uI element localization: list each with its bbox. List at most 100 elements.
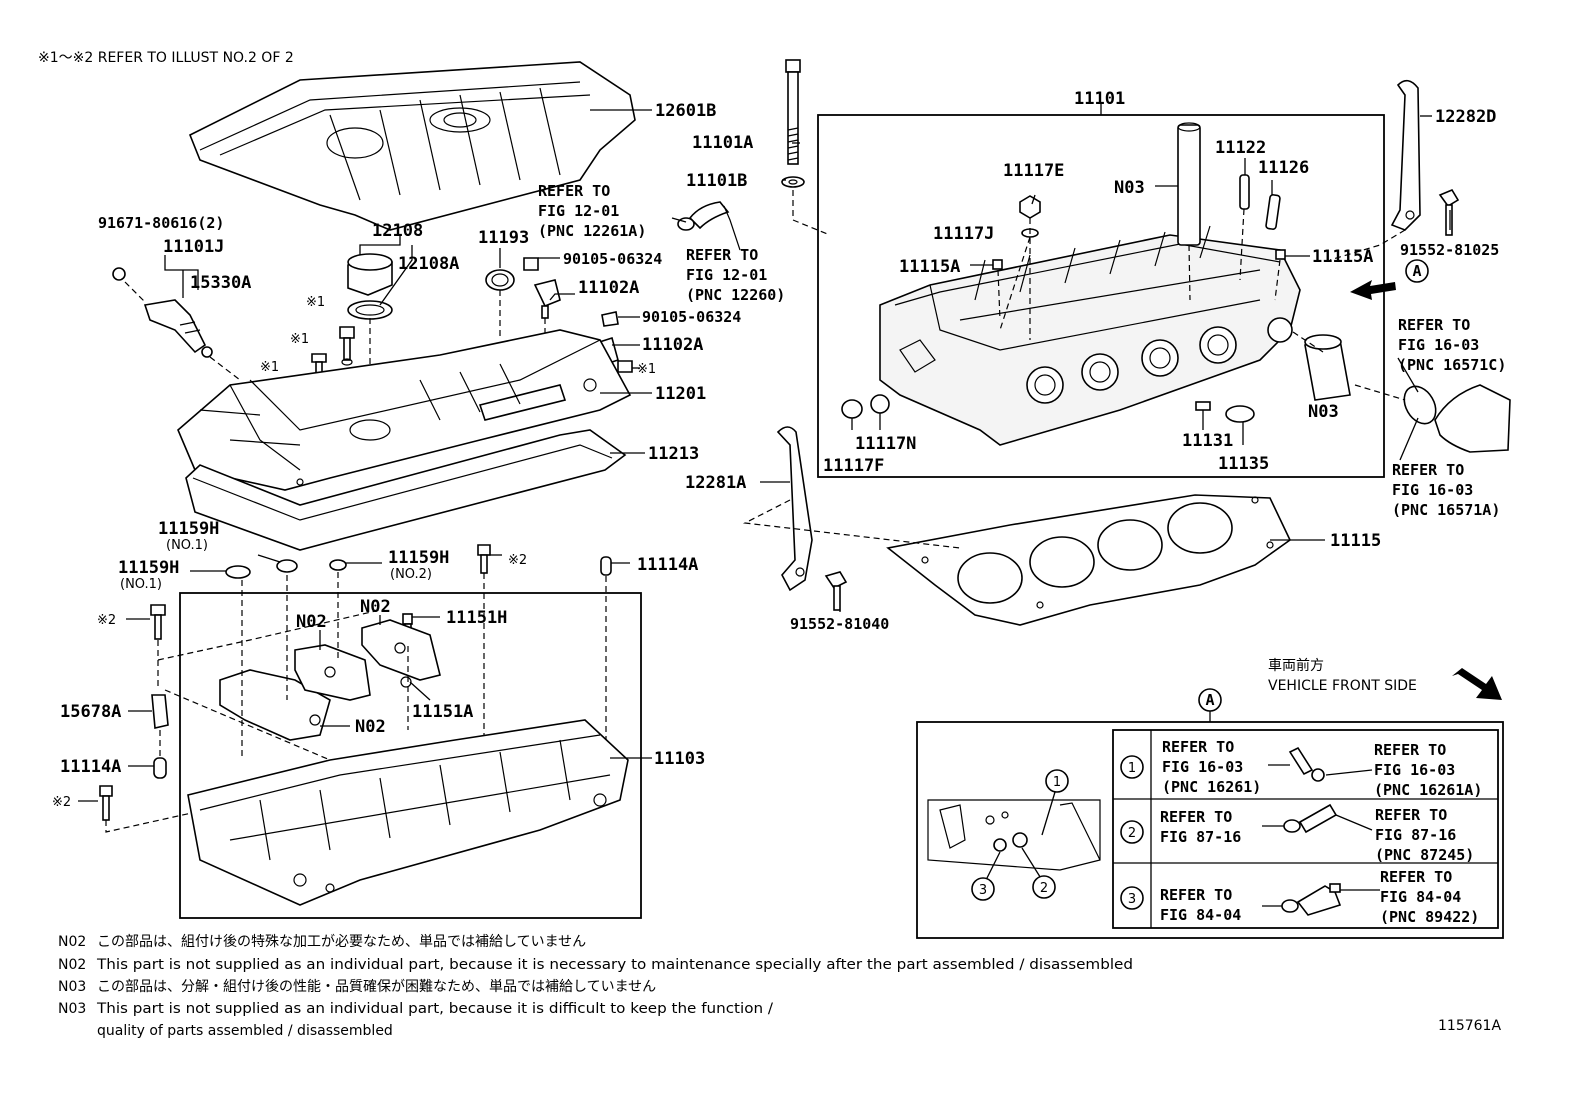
label-11201: 11201 — [655, 384, 706, 404]
row-2-number: 2 — [1128, 826, 1136, 841]
row-1-right-3: (PNC 16261A) — [1374, 781, 1482, 799]
label-11101J: 11101J — [163, 237, 224, 257]
row-3-right-3: (PNC 89422) — [1380, 908, 1479, 926]
label-N03-b: N03 — [1308, 402, 1339, 422]
label-91552-81025: 91552-81025 — [1400, 241, 1499, 259]
label-N02-a: N02 — [296, 612, 327, 632]
label-12282D: 12282D — [1435, 107, 1496, 127]
footnote-2-text: This part is not supplied as an individu… — [96, 957, 1133, 973]
cam-cap-parts-drawing — [99, 544, 612, 821]
label-11103: 11103 — [654, 749, 705, 769]
front-side-arrow-icon — [1452, 668, 1502, 700]
head-bolt-drawing — [781, 59, 831, 236]
label-11126: 11126 — [1258, 158, 1309, 178]
label-11151H: 11151H — [446, 608, 507, 628]
detail-A-table: A 1 3 2 1 2 3 REFER TO FIG 16-03 (PN — [916, 688, 1504, 939]
label-11159H-a: 11159H — [158, 519, 219, 539]
label-11159H-b: 11159H — [118, 558, 179, 578]
footnote-4-code: N03 — [58, 1001, 86, 1017]
footnote-2-code: N02 — [58, 957, 86, 973]
mark-2-b: ※2 — [97, 613, 116, 628]
footnote-5-text: quality of parts assembled / disassemble… — [97, 1023, 393, 1039]
label-11101A: 11101A — [692, 133, 753, 153]
label-11213: 11213 — [648, 444, 699, 464]
row-3-number: 3 — [1128, 892, 1136, 907]
label-12108A: 12108A — [398, 254, 459, 274]
view-arrow-A — [1350, 259, 1429, 300]
footnote-3-text: この部品は、分解・組付け後の性能・品質確保が困難なため、単品では補給していません — [97, 979, 656, 995]
label-11102A-b: 11102A — [642, 335, 703, 355]
row-2-right-1: REFER TO — [1375, 806, 1447, 824]
leader-lines — [78, 109, 1451, 802]
label-11131: 11131 — [1182, 431, 1233, 451]
ocv-valve-drawing — [112, 267, 241, 381]
refer-16571C-line2: FIG 16-03 — [1398, 336, 1479, 354]
inset-mark-3: 3 — [979, 883, 987, 898]
refer-16571A: REFER TO FIG 16-03 (PNC 16571A) — [1392, 461, 1500, 519]
refer-12260: REFER TO FIG 12-01 (PNC 12260) — [686, 246, 785, 304]
callout-A: A — [1412, 262, 1421, 280]
pipe-16571-drawing — [1403, 384, 1511, 453]
label-11135: 11135 — [1218, 454, 1269, 474]
inset-mark-1: 1 — [1053, 775, 1061, 790]
row-1-left-1: REFER TO — [1162, 738, 1234, 756]
mark-1-a: ※1 — [306, 295, 325, 310]
row-1-right-1: REFER TO — [1374, 741, 1446, 759]
footnote-3-code: N03 — [58, 979, 86, 995]
label-11193: 11193 — [478, 228, 529, 248]
refer-12261A-line3: (PNC 12261A) — [538, 222, 646, 240]
refer-12260-line2: FIG 12-01 — [686, 266, 767, 284]
camshaft-housing-drawing — [187, 719, 629, 906]
label-12281A: 12281A — [685, 473, 746, 493]
row-1-left-3: (PNC 16261) — [1162, 778, 1261, 796]
refer-12261A: REFER TO FIG 12-01 (PNC 12261A) — [538, 182, 646, 240]
detail-A-header: A — [1205, 691, 1214, 709]
valve-cover-gasket-drawing — [185, 429, 627, 551]
label-N02-b: N02 — [360, 597, 391, 617]
label-12601B: 12601B — [655, 101, 716, 121]
label-11117J: 11117J — [933, 224, 994, 244]
label-11114A-a: 11114A — [637, 555, 698, 575]
refer-16571A-line2: FIG 16-03 — [1392, 481, 1473, 499]
mark-2-c: ※2 — [52, 795, 71, 810]
refer-12260-line3: (PNC 12260) — [686, 286, 785, 304]
label-11102A-a: 11102A — [578, 278, 639, 298]
label-11115A-a: 11115A — [899, 257, 960, 277]
label-11115: 11115 — [1330, 531, 1381, 551]
row-3-left-2: FIG 84-04 — [1160, 906, 1241, 924]
label-11159H-c-sub: (NO.2) — [390, 567, 432, 582]
mark-1-b: ※1 — [290, 332, 309, 347]
label-11117E: 11117E — [1003, 161, 1064, 181]
footnote-1-text: この部品は、組付け後の特殊な加工が必要なため、単品では補給していません — [97, 934, 586, 950]
row-2-right-2: FIG 87-16 — [1375, 826, 1456, 844]
row-1-left-2: FIG 16-03 — [1162, 758, 1243, 776]
front-side-en: VEHICLE FRONT SIDE — [1268, 678, 1417, 694]
refer-16571C-line1: REFER TO — [1398, 316, 1470, 334]
label-11114A-b: 11114A — [60, 757, 121, 777]
refer-12261A-line2: FIG 12-01 — [538, 202, 619, 220]
mark-1-d: ※1 — [637, 362, 656, 377]
row-3-right-2: FIG 84-04 — [1380, 888, 1461, 906]
row-1-number: 1 — [1128, 761, 1136, 776]
row-1-right-2: FIG 16-03 — [1374, 761, 1455, 779]
refer-16571A-line1: REFER TO — [1392, 461, 1464, 479]
label-90105-06324-a: 90105-06324 — [563, 250, 662, 268]
label-91552-81040: 91552-81040 — [790, 615, 889, 633]
camshaft-housing-box — [179, 592, 642, 919]
label-15678A: 15678A — [60, 702, 121, 722]
label-11151A: 11151A — [412, 702, 473, 722]
label-15330A: 15330A — [190, 273, 251, 293]
label-N02-c: N02 — [355, 717, 386, 737]
inset-mark-2: 2 — [1040, 881, 1048, 896]
footnote-1-code: N02 — [58, 934, 86, 950]
mark-2-a: ※2 — [508, 553, 527, 568]
label-11159H-a-sub: (NO.1) — [166, 538, 208, 553]
row-2-right-3: (PNC 87245) — [1375, 846, 1474, 864]
row-3-right-1: REFER TO — [1380, 868, 1452, 886]
head-gasket-drawing — [886, 494, 1292, 626]
label-90105-06324-b: 90105-06324 — [642, 308, 741, 326]
hose-drawing-12260 — [677, 201, 741, 251]
refer-16571A-line3: (PNC 16571A) — [1392, 501, 1500, 519]
label-11159H-c: 11159H — [388, 548, 449, 568]
